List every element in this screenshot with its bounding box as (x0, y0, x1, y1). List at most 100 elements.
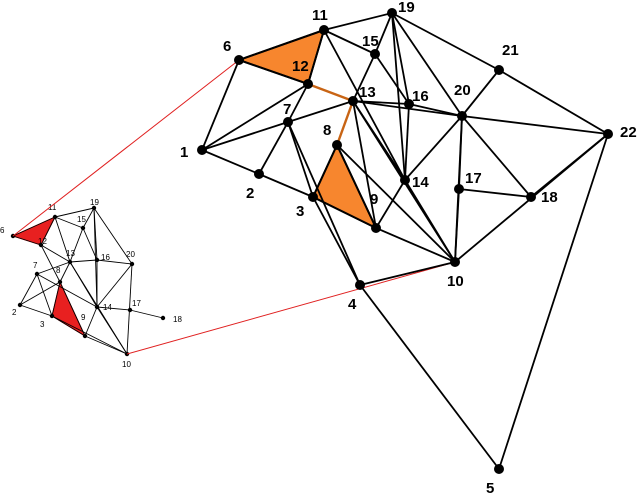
mini-edge-7-14 (36, 273, 98, 308)
connector-line-2 (126, 261, 456, 355)
edge-11-15 (323, 29, 376, 55)
mini-node-label-7: 7 (33, 261, 38, 270)
node-label-17: 17 (465, 170, 482, 187)
edge-7-3 (287, 121, 314, 198)
node-label-18: 18 (541, 189, 558, 206)
node-19 (387, 8, 397, 18)
edge-9-14 (375, 179, 406, 229)
edge-8-10 (336, 144, 456, 263)
mini-edge-3-10 (51, 315, 128, 355)
mini-edge-14-9 (84, 306, 98, 337)
mini-node-2 (17, 302, 23, 308)
node-1 (197, 145, 207, 155)
edge-21-22 (498, 69, 609, 135)
edge-17-10 (454, 188, 460, 263)
node-20 (457, 111, 467, 121)
edge-7-4 (287, 121, 361, 286)
mini-edge-9-10 (84, 335, 128, 355)
node-12 (303, 79, 313, 89)
node-label-2: 2 (246, 185, 254, 202)
mini-node-8 (57, 279, 63, 285)
node-6 (234, 55, 244, 65)
edge-1-7 (201, 121, 289, 151)
mini-node-13 (67, 259, 73, 265)
mini-node-label-16: 16 (101, 253, 110, 262)
mini-edge-16-20 (96, 259, 133, 265)
mini-node-label-6: 6 (0, 226, 5, 235)
node-label-11: 11 (312, 7, 328, 24)
node-label-4: 4 (348, 296, 357, 313)
mini-edge-7-3 (36, 273, 53, 317)
mini-node-label-13: 13 (66, 249, 75, 258)
mini-node-12 (38, 242, 44, 248)
node-label-14: 14 (412, 174, 429, 191)
edge-20-14 (404, 115, 463, 181)
node-label-12: 12 (292, 58, 309, 75)
mini-edge-6-11 (12, 216, 56, 237)
edge-11-12 (307, 29, 325, 85)
mini-node-label-2: 2 (12, 308, 17, 317)
mini-edge-19-20 (93, 207, 133, 265)
node-label-21: 21 (502, 42, 519, 59)
edge-8-9 (336, 144, 377, 229)
edge-3-4 (312, 196, 361, 286)
node-11 (319, 25, 329, 35)
node-label-7: 7 (283, 101, 291, 118)
mini-edge-12-13 (40, 244, 71, 263)
edge-1-6 (201, 59, 240, 151)
edge-1-2 (201, 149, 260, 175)
node-15 (370, 49, 380, 59)
edge-3-9 (312, 196, 377, 229)
mini-edge-13-16 (69, 259, 98, 263)
node-label-10: 10 (447, 273, 464, 290)
edge-8-13 (335, 100, 355, 146)
mini-node-20 (129, 261, 135, 267)
node-label-19: 19 (398, 0, 415, 16)
edge-2-3 (258, 173, 314, 198)
mini-node-15 (80, 225, 86, 231)
edge-11-19 (323, 12, 393, 31)
edge-14-10 (404, 179, 456, 263)
mini-edge-17-18 (129, 309, 164, 319)
mini-node-label-20: 20 (126, 250, 135, 259)
mini-edge-11-19 (54, 207, 95, 218)
edge-6-11 (238, 29, 325, 61)
mini-node-11 (52, 214, 58, 220)
mini-edge-6-12 (12, 235, 42, 246)
mini-node-label-8: 8 (56, 266, 61, 275)
mini-node-label-17: 17 (132, 299, 141, 308)
edge-17-18 (458, 188, 532, 198)
edge-19-16 (391, 12, 410, 105)
node-label-3: 3 (296, 203, 304, 220)
edge-7-13 (287, 100, 354, 123)
edge-1-12 (201, 83, 309, 151)
node-label-6: 6 (223, 38, 231, 55)
node-label-16: 16 (412, 88, 429, 105)
node-4 (355, 280, 365, 290)
edge-4-10 (359, 261, 456, 286)
edge-4-5 (359, 284, 500, 470)
edge-6-12 (238, 59, 309, 85)
edge-15-19 (374, 12, 393, 55)
mini-edge-19-14 (93, 207, 98, 308)
mini-node-9 (82, 333, 88, 339)
edge-11-14 (323, 29, 406, 181)
edge-12-13 (307, 82, 354, 103)
mini-node-7 (34, 271, 40, 277)
edge-20-18 (461, 115, 532, 198)
mini-edge-15-16 (82, 227, 98, 261)
edge-3-8 (312, 144, 338, 198)
mini-highlight-triangle-2 (51, 280, 87, 338)
mini-edge-3-9 (51, 315, 86, 337)
node-label-5: 5 (486, 480, 494, 496)
edge-9-10 (375, 227, 456, 263)
node-3 (308, 192, 318, 202)
node-label-13: 13 (359, 84, 376, 101)
node-17 (454, 184, 464, 194)
edge-19-20 (391, 12, 463, 117)
mini-node-label-18: 18 (173, 315, 182, 324)
mini-edge-3-8 (51, 281, 61, 317)
node-label-15: 15 (362, 33, 379, 50)
